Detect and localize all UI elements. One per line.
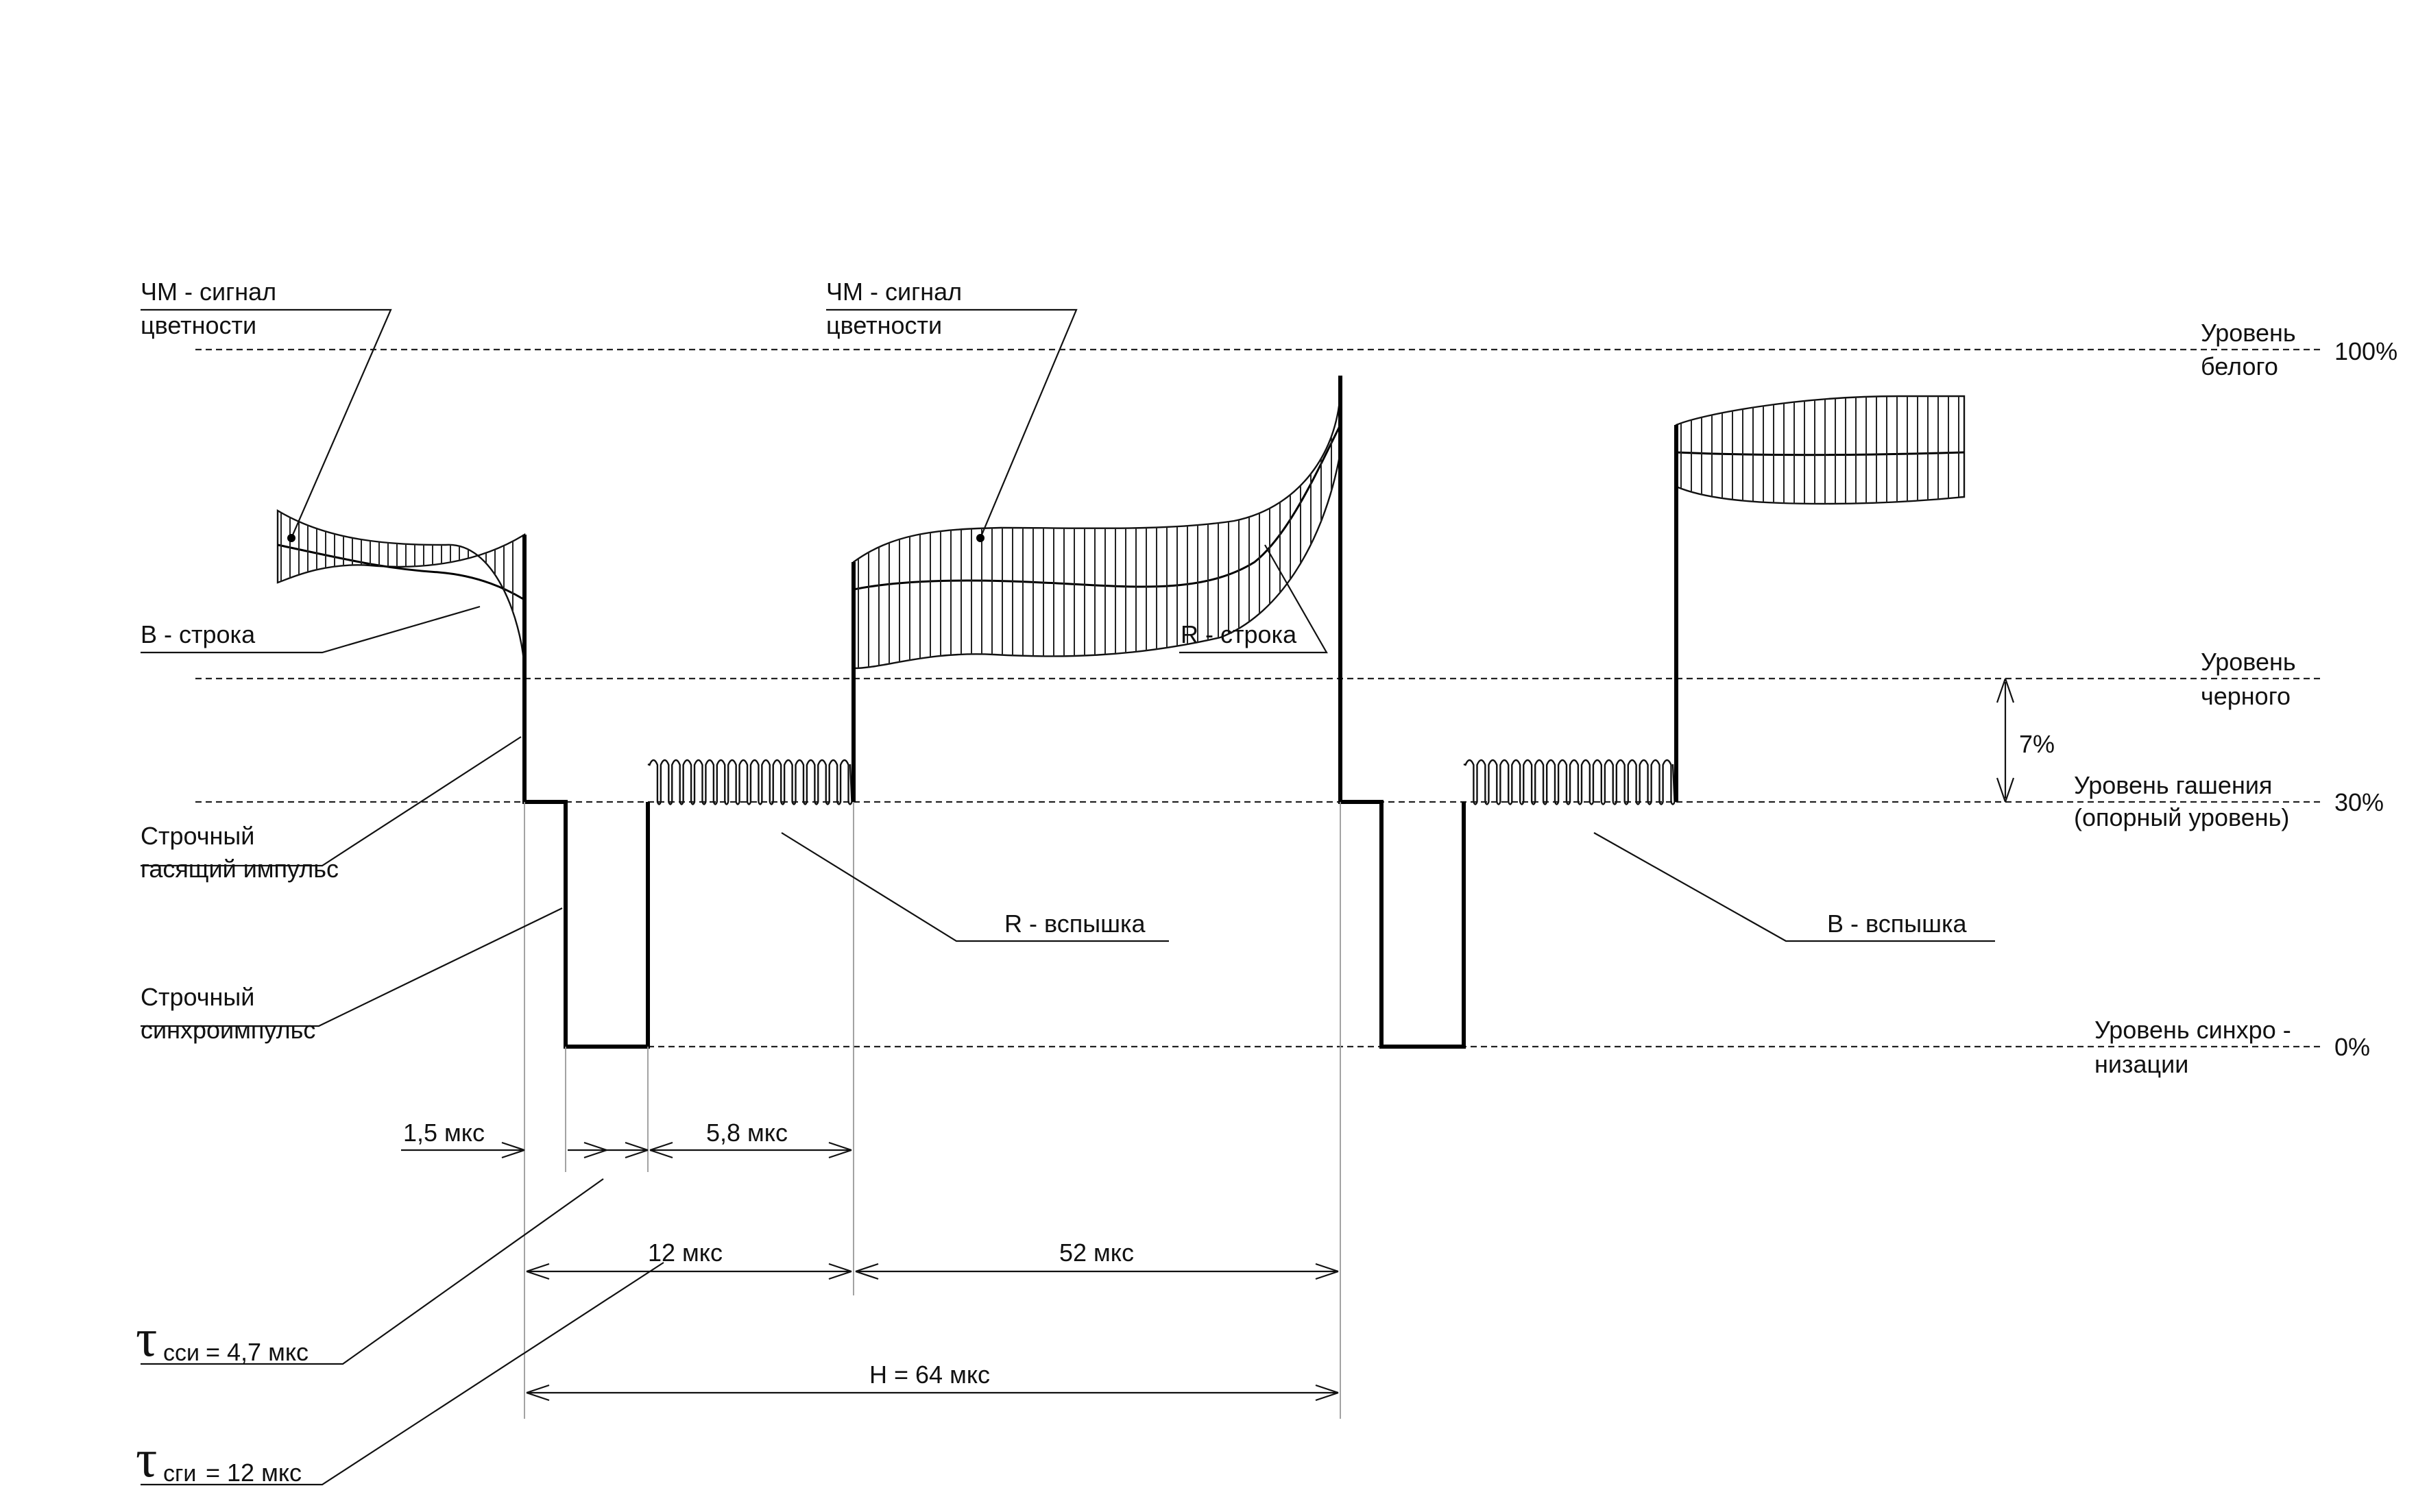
tau-sync-label: τ сси = 4,7 мкс <box>136 1308 309 1367</box>
leader-lines <box>141 308 1995 1486</box>
black-level-label: Уровень <box>2201 648 2296 676</box>
blanking-level-label: Уровень гашения <box>2074 771 2272 799</box>
line-signal-waveform <box>522 376 1678 1049</box>
b-burst <box>1463 759 1676 805</box>
svg-text:= 4,7 мкс: = 4,7 мкс <box>206 1338 309 1366</box>
chroma-mid-marker <box>976 534 984 542</box>
hsync-label-2: синхроимпульс <box>141 1016 315 1044</box>
blanking-level-percent: 30% <box>2334 788 2384 816</box>
svg-text:Н = 64 мкс: Н = 64 мкс <box>869 1361 990 1389</box>
chroma-left-marker <box>287 534 295 542</box>
hsync-label: Строчный <box>141 983 254 1011</box>
white-level-percent: 100% <box>2334 337 2397 365</box>
b-line-label: В - строка <box>141 620 256 648</box>
blanking-level-label-2: (опорный уровень) <box>2074 803 2289 831</box>
chroma-mid-label-2: цветности <box>826 311 942 339</box>
svg-text:τ: τ <box>136 1308 157 1367</box>
white-level-label: Уровень <box>2201 319 2296 347</box>
r-line-label: R - строка <box>1181 620 1297 648</box>
svg-text:1,5 мкс: 1,5 мкс <box>403 1119 485 1147</box>
black-blank-arrowhead-up <box>1996 678 2015 703</box>
dim-period: Н = 64 мкс <box>526 1361 1339 1402</box>
b-burst-label: В - вспышка <box>1827 910 1968 938</box>
dim-blanking: 12 мкс <box>526 1239 852 1280</box>
black-level-label-2: черного <box>2201 682 2291 710</box>
dim-active: 52 мкс <box>855 1239 1339 1280</box>
svg-text:τ: τ <box>136 1428 157 1488</box>
sync-level-label: Уровень синхро - <box>2094 1016 2291 1044</box>
sync-level-percent: 0% <box>2334 1033 2370 1061</box>
svg-text:сги: сги <box>163 1461 196 1487</box>
chroma-left-region <box>276 509 526 669</box>
dimension-extension-lines <box>524 802 1341 1419</box>
svg-text:5,8 мкс: 5,8 мкс <box>706 1119 788 1147</box>
hblank-label-2: гасящий импульс <box>141 855 339 883</box>
chroma-mid-label: ЧМ - сигнал <box>826 278 962 306</box>
black-blank-percent: 7% <box>2019 730 2055 758</box>
svg-text:= 12 мкс: = 12 мкс <box>206 1459 302 1487</box>
svg-text:сси: сси <box>163 1340 200 1366</box>
sync-level-label-2: низации <box>2094 1050 2188 1078</box>
black-blank-arrowhead-down <box>1996 777 2015 803</box>
svg-text:12 мкс: 12 мкс <box>648 1239 723 1267</box>
dim-front-porch: 1,5 мкс <box>401 1119 525 1159</box>
chroma-left-label-2: цветности <box>141 311 256 339</box>
hblank-label: Строчный <box>141 822 254 850</box>
tau-blank-label: τ сги = 12 мкс <box>136 1428 302 1488</box>
dim-sync-width <box>568 1141 649 1159</box>
dim-burst: 5,8 мкс <box>649 1119 852 1159</box>
r-burst <box>647 759 853 805</box>
white-level-label-2: белого <box>2201 352 2278 380</box>
r-burst-label: R - вспышка <box>1004 910 1146 938</box>
chroma-mid-region <box>852 375 1342 670</box>
svg-text:52 мкс: 52 мкс <box>1059 1239 1134 1267</box>
chroma-left-label: ЧМ - сигнал <box>141 278 276 306</box>
chroma-right-region <box>1675 395 1966 505</box>
